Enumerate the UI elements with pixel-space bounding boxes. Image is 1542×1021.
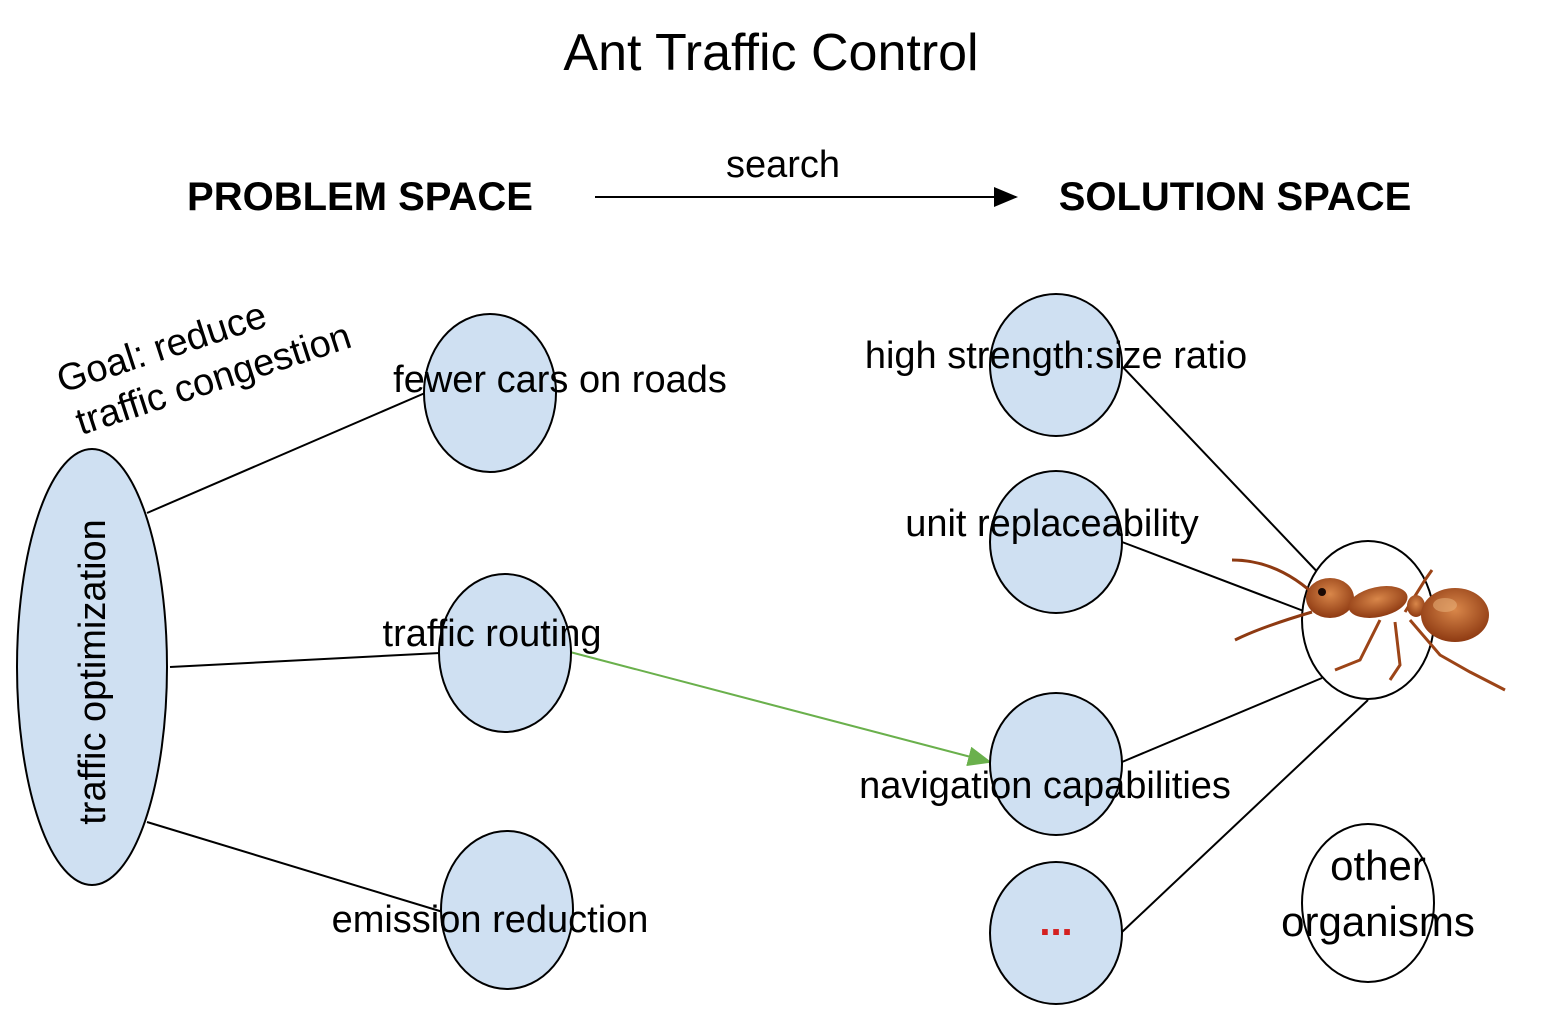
search-label: search	[726, 144, 840, 186]
ant-icon	[1231, 558, 1506, 692]
edge-navigation-ant	[1121, 677, 1323, 763]
problem-space-heading: PROBLEM SPACE	[187, 175, 533, 219]
goal-annotation: Goal: reduce traffic congestion	[52, 294, 357, 443]
other-organisms-line-2: organisms	[1281, 898, 1475, 945]
problem-node-emission-reduction	[440, 830, 574, 990]
edge-strength-ant	[1117, 361, 1326, 581]
problem-node-fewer-cars	[423, 313, 557, 473]
edge-root-fewer-cars	[146, 392, 426, 514]
other-organisms-line-1: other	[1330, 842, 1426, 889]
diagram-title: Ant Traffic Control	[563, 24, 978, 82]
solution-node-label: navigation capabilities	[859, 765, 1231, 807]
root-node	[16, 448, 168, 886]
solution-node-ellipsis	[989, 861, 1123, 1005]
problem-node-traffic-routing	[438, 573, 572, 733]
ellipsis-marker: ...	[1039, 900, 1072, 944]
solution-node-replaceability	[989, 470, 1123, 614]
edge-replaceability-ant	[1121, 541, 1323, 619]
solution-node-label: high strength:size ratio	[865, 335, 1247, 377]
solution-node-strength	[989, 293, 1123, 437]
edge-root-traffic-routing	[169, 652, 441, 668]
problem-node-label: emission reduction	[332, 899, 649, 941]
edge-ellipsis-ant	[1121, 699, 1369, 933]
problem-node-label: fewer cars on roads	[393, 359, 727, 401]
root-node-label: traffic optimization	[72, 519, 114, 825]
organism-node-ant	[1301, 540, 1435, 700]
edge-root-emission-reduction	[146, 821, 444, 913]
edge-routing-navigation	[569, 651, 992, 767]
organism-node-other	[1301, 823, 1435, 983]
solution-node-label: unit replaceability	[905, 503, 1199, 545]
solution-space-heading: SOLUTION SPACE	[1059, 175, 1412, 219]
solution-node-navigation	[989, 692, 1123, 836]
problem-node-label: traffic routing	[383, 613, 602, 655]
